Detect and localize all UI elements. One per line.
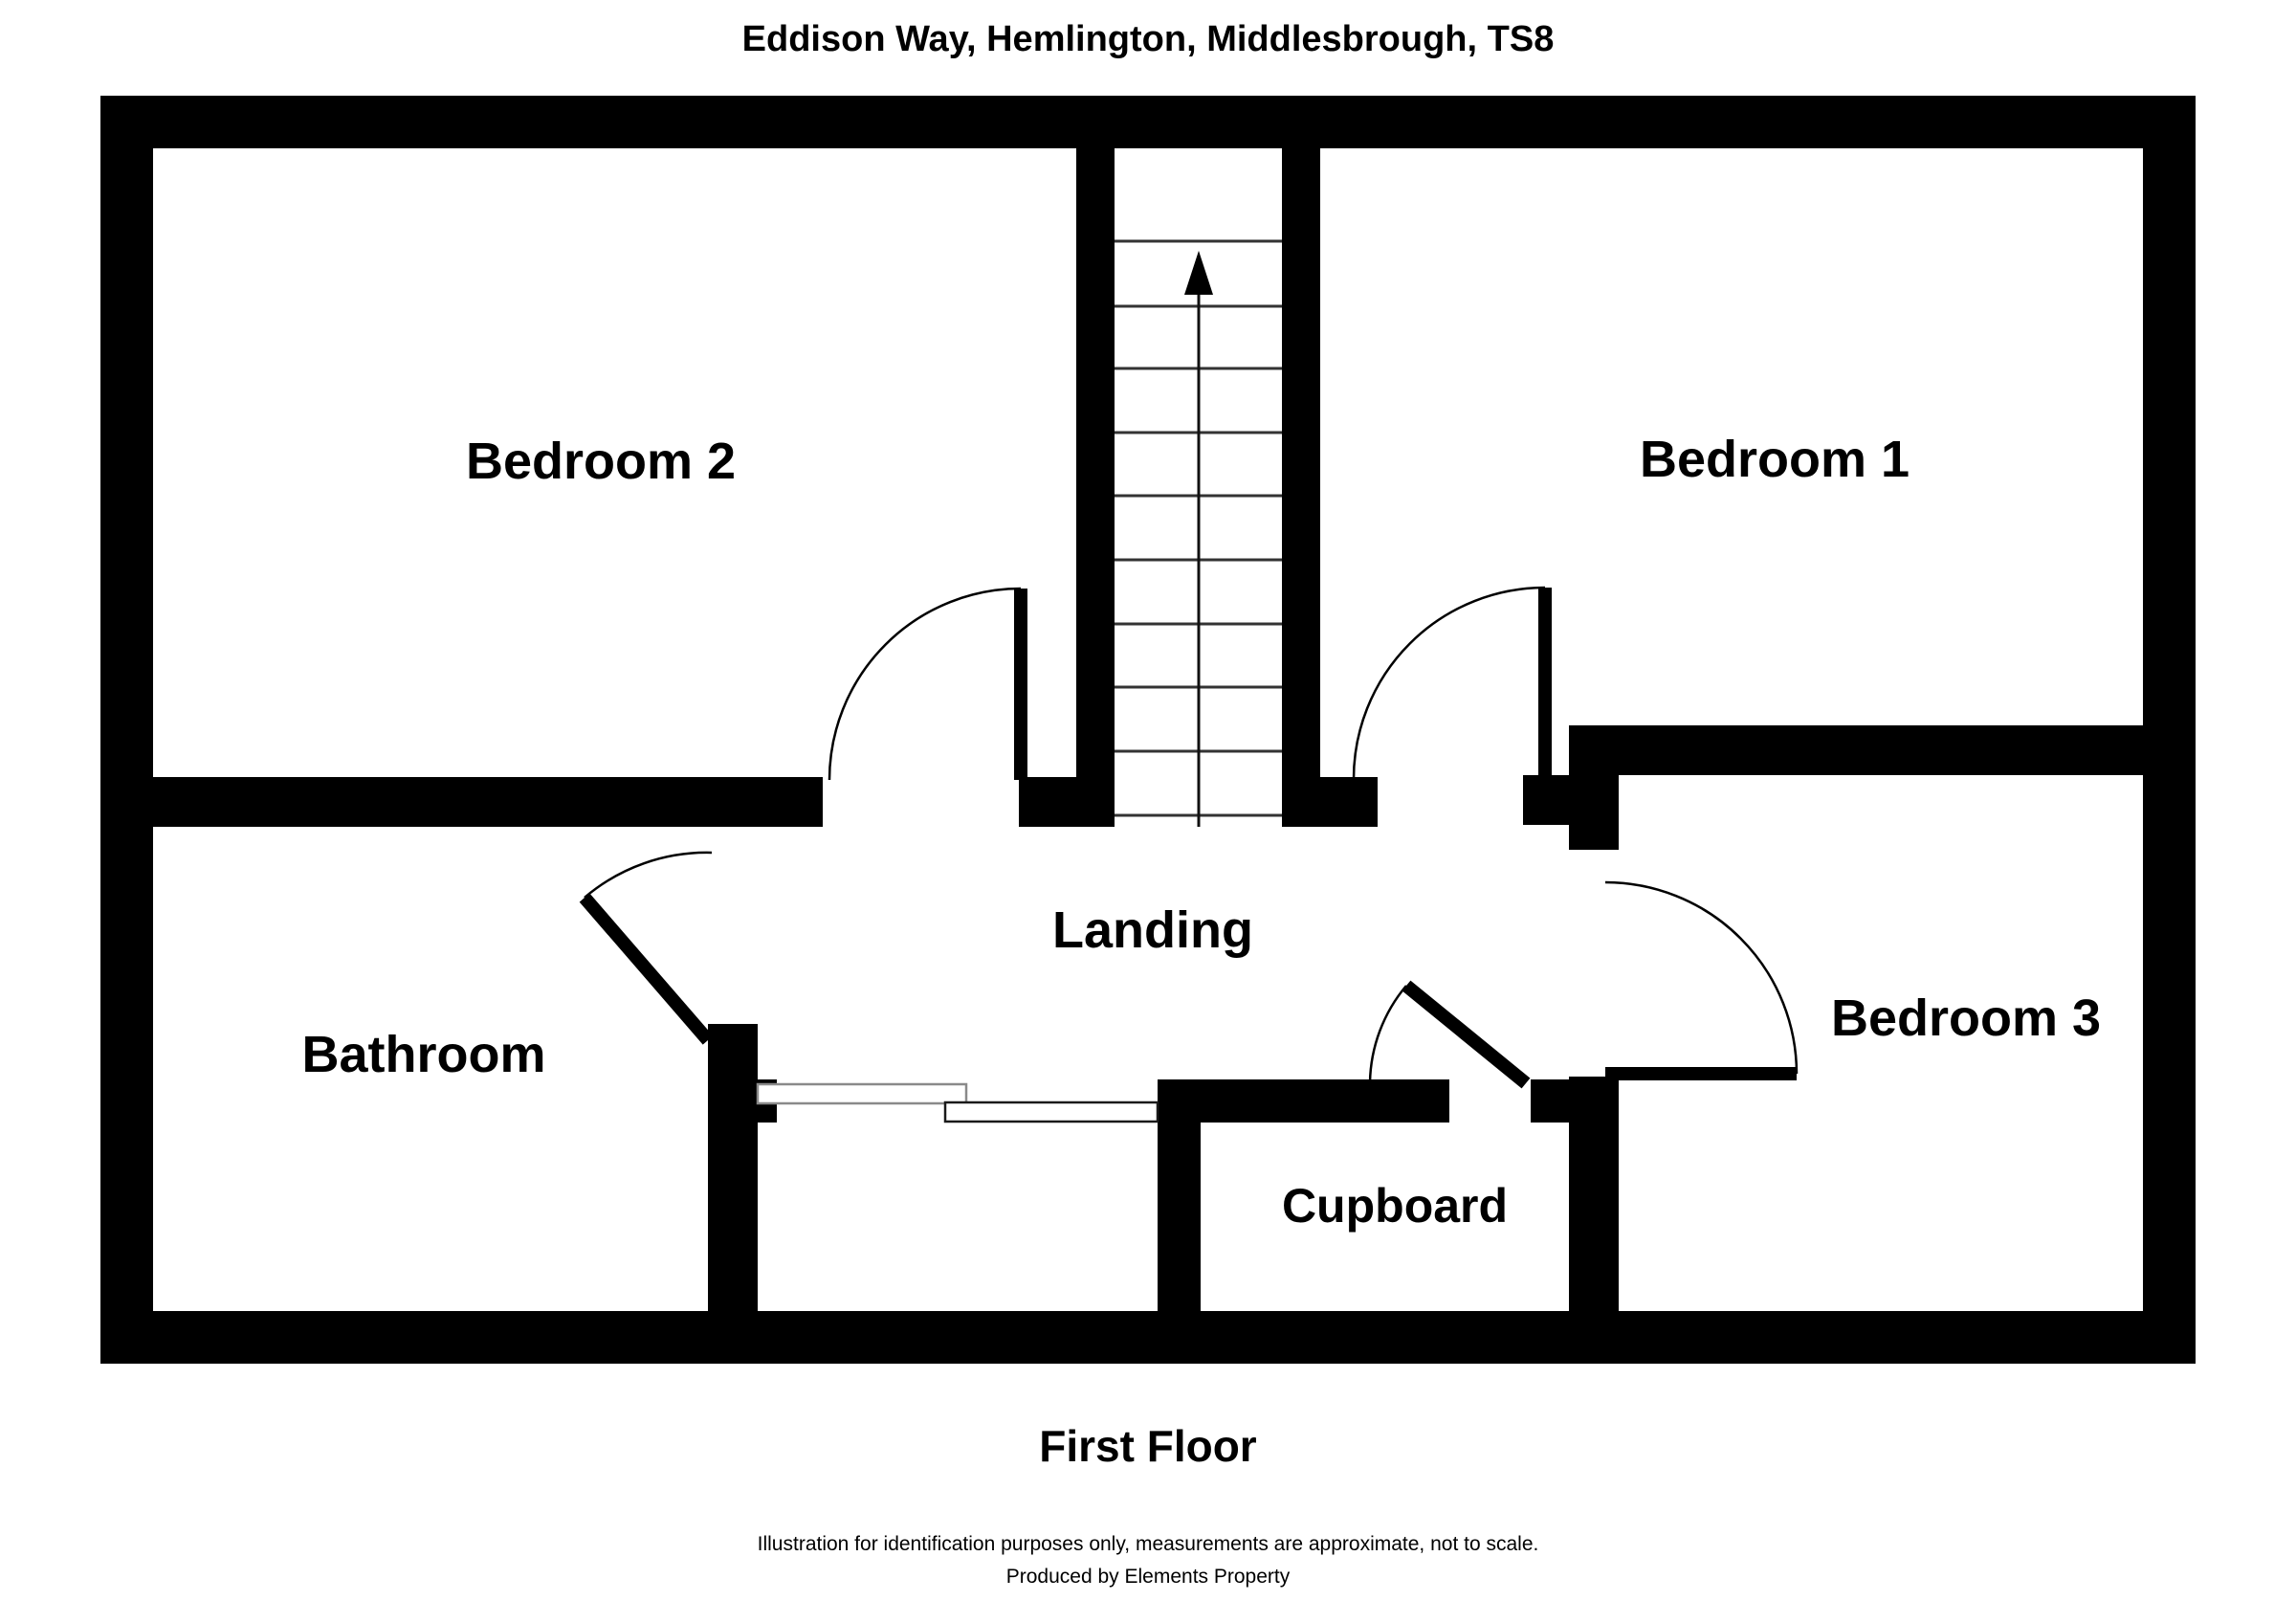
staircase: [1115, 239, 1282, 827]
room-label-bedroom-1: Bedroom 1: [1640, 431, 1910, 488]
sliding-panel-lower: [943, 1101, 1159, 1123]
door-bathroom-leaf: [579, 893, 714, 1045]
wall-outer-left: [100, 96, 153, 1364]
footer-disclaimer: Illustration for identification purposes…: [757, 1533, 1539, 1555]
wall-bedroom1-bottom: [1569, 725, 2196, 775]
room-label-bedroom-3: Bedroom 3: [1831, 989, 2101, 1047]
wall-bedroom2-bathroom: [100, 777, 823, 827]
door-bedroom-2-arc: [828, 587, 1022, 781]
door-bedroom-2-leaf: [1014, 589, 1027, 780]
wall-stair-left: [1076, 148, 1115, 827]
wall-stub-bedroom2-door-jamb: [1019, 777, 1076, 827]
room-label-bedroom-2: Bedroom 2: [466, 433, 736, 490]
door-bedroom-3-leaf: [1605, 1067, 1797, 1080]
door-bedroom-1-leaf: [1538, 588, 1552, 779]
footer: Illustration for identification purposes…: [0, 1528, 2296, 1593]
floorplan-drawing: Bedroom 2 Bedroom 1 Landing Bathroom Bed…: [100, 96, 2196, 1364]
footer-producer: Produced by Elements Property: [1005, 1566, 1291, 1588]
wall-cupboard-right: [1574, 1079, 1617, 1314]
room-label-landing: Landing: [1052, 901, 1253, 959]
staircase-up-arrow-icon: [1184, 251, 1213, 295]
floorplan-svg: Bedroom 2 Bedroom 1 Landing Bathroom Bed…: [100, 96, 2196, 1364]
door-bedroom-3[interactable]: [1604, 880, 1799, 1080]
door-cupboard[interactable]: [1368, 980, 1531, 1089]
door-bathroom[interactable]: [579, 851, 714, 1045]
wall-cupboard-left: [1158, 1079, 1201, 1314]
door-cupboard-arc: [1368, 985, 1407, 1083]
door-sliding-bathroom[interactable]: [756, 1082, 1159, 1123]
door-cupboard-leaf: [1402, 980, 1531, 1089]
page-title: Eddison Way, Hemlington, Middlesbrough, …: [741, 19, 1555, 59]
wall-stub-bedroom1-door-jamb: [1320, 777, 1378, 827]
room-labels-group: Bedroom 2 Bedroom 1 Landing Bathroom Bed…: [302, 431, 2102, 1233]
door-bedroom-1-arc: [1352, 586, 1546, 780]
wall-stair-right: [1282, 148, 1320, 827]
door-bathroom-arc: [584, 851, 713, 899]
floor-caption: First Floor: [1039, 1421, 1257, 1471]
room-label-cupboard: Cupboard: [1282, 1179, 1508, 1233]
door-bedroom-3-arc: [1604, 880, 1799, 1075]
sliding-panel-upper: [756, 1082, 968, 1105]
walls-group: [100, 96, 2196, 1364]
wall-outer-top: [100, 96, 2196, 148]
door-bedroom-1[interactable]: [1352, 586, 1552, 780]
room-label-bathroom: Bathroom: [302, 1026, 546, 1083]
door-bedroom-2[interactable]: [828, 587, 1027, 781]
wall-landing-right-upper: [1569, 725, 1619, 850]
wall-cupboard-top-left: [1158, 1079, 1449, 1123]
doors-group: [579, 586, 1799, 1123]
wall-outer-bottom: [100, 1311, 2196, 1364]
wall-stub-bedroom1-jamb-left: [1523, 775, 1571, 825]
wall-bathroom-right-jamb-top: [708, 1024, 758, 1083]
